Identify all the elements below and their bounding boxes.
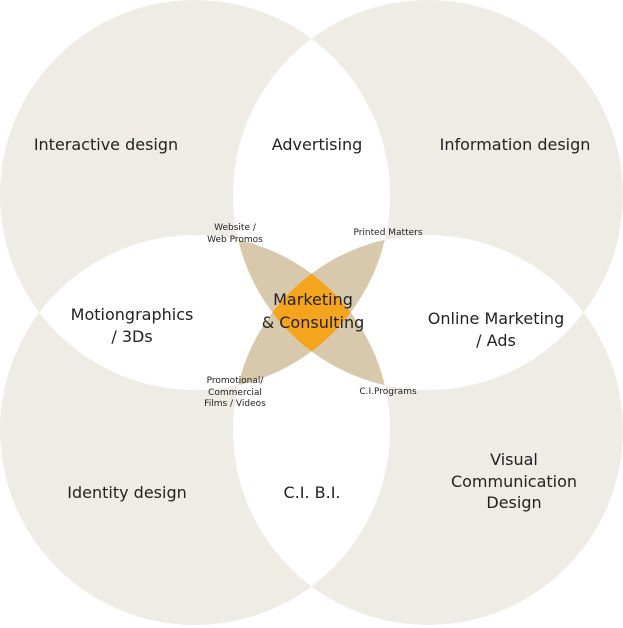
label-line: Web Promos bbox=[207, 234, 263, 245]
label-visual-communication-design: Visual Communication Design bbox=[414, 449, 614, 514]
label-interactive-design: Interactive design bbox=[33, 135, 179, 154]
label-identity-design: Identity design bbox=[67, 483, 187, 502]
label-line: Marketing bbox=[273, 290, 353, 309]
label-line: Films / Videos bbox=[204, 399, 266, 410]
label-online-marketing: Online Marketing / Ads bbox=[396, 308, 596, 351]
label-line: & Consulting bbox=[261, 313, 365, 333]
label-line: Visual bbox=[490, 450, 538, 469]
label-marketing-consulting: Marketing & Consulting bbox=[213, 288, 413, 334]
label-line: / 3Ds bbox=[111, 326, 153, 346]
label-advertising: Advertising bbox=[271, 135, 363, 154]
label-motiongraphics: Motiongraphics / 3Ds bbox=[32, 304, 232, 347]
label-line: Online Marketing bbox=[427, 309, 565, 328]
label-line: Website / bbox=[214, 223, 256, 233]
core-region bbox=[233, 235, 390, 390]
label-promotional-films: Promotional/ Commercial Films / Videos bbox=[185, 376, 285, 411]
label-ci-programs: C.I.Programs bbox=[359, 387, 417, 397]
label-line: / Ads bbox=[476, 330, 516, 350]
label-line: Communication bbox=[450, 471, 578, 491]
label-line: Promotional/ bbox=[206, 376, 264, 386]
label-line: Design bbox=[486, 493, 542, 513]
label-printed-matters: Printed Matters bbox=[353, 228, 423, 238]
label-information-design: Information design bbox=[439, 135, 591, 154]
label-line: Motiongraphics bbox=[70, 305, 194, 324]
label-website-web-promos: Website / Web Promos bbox=[185, 223, 285, 246]
label-cibi: C.I. B.I. bbox=[283, 483, 341, 502]
label-line: Commercial bbox=[208, 387, 262, 398]
